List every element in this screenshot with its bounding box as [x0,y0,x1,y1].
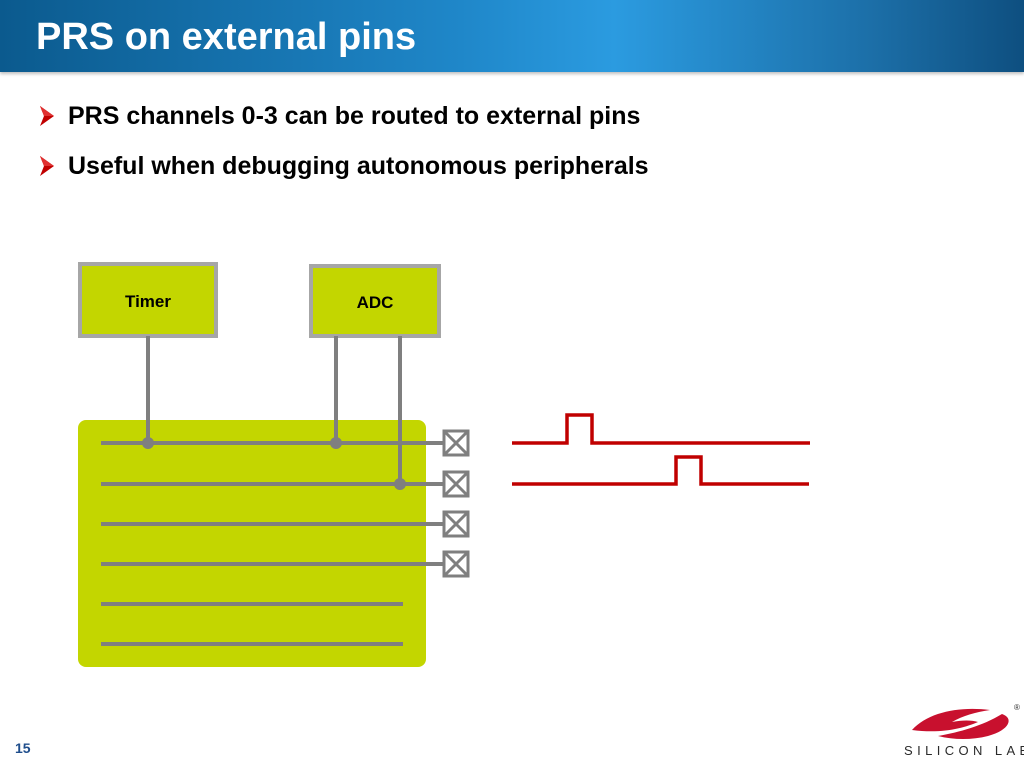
junction-dot [142,437,154,449]
waveforms [512,413,810,486]
external-pin [442,429,470,457]
registered-mark: ® [1014,703,1020,712]
arrow-bullet-icon [40,106,54,126]
timer-block [78,262,218,338]
adc-block [309,264,441,338]
external-pin [442,550,470,578]
external-pin [442,510,470,538]
timer-label: Timer [125,292,171,311]
external-pins [442,429,470,578]
bullet-text: PRS channels 0-3 can be routed to extern… [68,102,641,130]
prs-channels [101,441,444,646]
junction-dot [330,437,342,449]
junction-dot [394,478,406,490]
bullet-text: Useful when debugging autonomous periphe… [68,152,649,180]
block-connections [146,336,402,484]
pin0-waveform [512,413,810,445]
logo-text: SILICON LABS [904,743,1024,758]
adc-label: ADC [357,293,394,312]
arrow-bullet-icon [40,156,54,176]
title-bar: PRS on external pins [0,0,1024,72]
external-pin [442,470,470,498]
prs-block [78,420,426,667]
slide-title: PRS on external pins [36,16,417,58]
pin1-waveform [512,455,809,486]
silicon-labs-logo: ® [912,703,1020,739]
page-number: 15 [15,740,31,756]
